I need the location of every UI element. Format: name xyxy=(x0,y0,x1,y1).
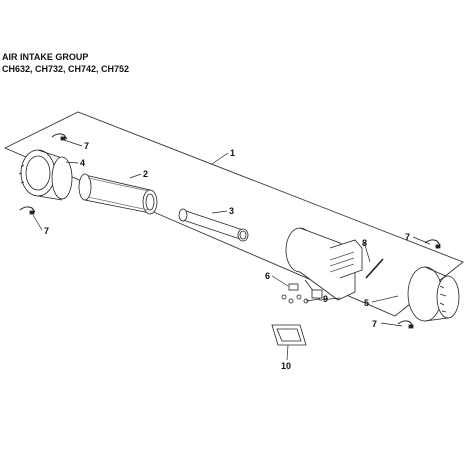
callout-9: 9 xyxy=(323,294,328,304)
air-cleaner-housing-left xyxy=(18,149,73,201)
inner-element xyxy=(178,208,249,242)
small-hardware xyxy=(281,283,309,304)
callout-2: 2 xyxy=(143,169,148,179)
air-cleaner-base xyxy=(285,227,363,301)
callout-6: 6 xyxy=(265,271,270,281)
gasket xyxy=(271,324,307,346)
model-list: CH632, CH732, CH742, CH752 xyxy=(2,64,130,74)
leader-lines xyxy=(32,139,431,361)
callout-4: 4 xyxy=(80,158,85,168)
diagram-title: AIR INTAKE GROUP xyxy=(2,52,89,62)
filter-element xyxy=(78,173,158,215)
callout-8: 8 xyxy=(362,238,367,248)
callout-7-bottom-right: 7 xyxy=(372,319,377,329)
rod xyxy=(365,258,384,279)
callout-7-top-right: 7 xyxy=(405,232,410,242)
callout-7-bottom-left: 7 xyxy=(44,226,49,236)
clip-top-left xyxy=(51,133,68,141)
callout-3: 3 xyxy=(229,206,234,216)
clip-top-right xyxy=(424,239,441,249)
callout-7-top-left: 7 xyxy=(84,141,89,151)
clip-bottom-right xyxy=(397,320,414,329)
callout-1: 1 xyxy=(230,148,235,158)
group-boundary xyxy=(3,111,464,317)
callout-10: 10 xyxy=(281,361,291,371)
callout-5: 5 xyxy=(364,298,369,308)
clip-bottom-left xyxy=(19,206,36,215)
air-cleaner-housing-right xyxy=(407,266,460,322)
